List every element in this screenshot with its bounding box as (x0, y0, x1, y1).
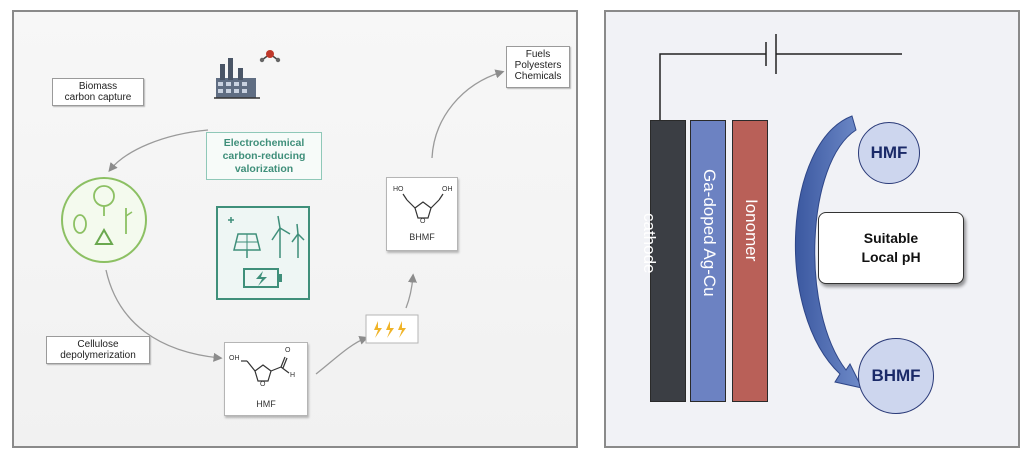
products-label: Fuels Polyesters Chemicals (506, 46, 570, 88)
co2-molecule-icon (259, 50, 281, 63)
bhmf-card-name: BHMF (409, 232, 435, 242)
catalyst-label: Ga-doped Ag-Cu (700, 169, 719, 297)
flow-arrows (61, 50, 505, 375)
arrow-bhmf-to-products (431, 69, 505, 159)
arrow-biomass-to-hmf (105, 269, 223, 362)
title-line-3: valorization (234, 163, 294, 175)
cellulose-label-line-1: Cellulose (77, 339, 119, 350)
ph-line-1: Suitable (863, 230, 919, 246)
bhmf-oh-label: OH (442, 186, 453, 193)
conversion-arrow (794, 115, 863, 389)
bhmf-bubble: BHMF (858, 338, 934, 414)
factory-icon (214, 58, 260, 99)
ionomer-layer: Ionomer (732, 120, 768, 402)
biomass-recycle-icon (61, 177, 147, 263)
circuit-wire (659, 34, 902, 120)
bhmf-ring-o-label: O (420, 218, 426, 225)
biomass-label-line-1: Biomass (78, 81, 118, 92)
biomass-label-line-2: carbon capture (64, 92, 132, 103)
electricity-icon (365, 314, 419, 344)
renewable-energy-icon (216, 206, 310, 300)
ionomer-label: Ionomer (742, 199, 761, 262)
ph-line-2: Local pH (861, 249, 921, 265)
hmf-h-label: H (290, 372, 296, 379)
hmf-structure (241, 356, 290, 382)
cellulose-depolymerization-label: Cellulose depolymerization (46, 336, 150, 364)
electrochemical-valorization-title: Electrochemical carbon-reducing valoriza… (206, 132, 322, 180)
products-polyesters: Polyesters (514, 60, 562, 71)
hmf-card-name: HMF (256, 399, 276, 409)
hmf-ring-o-label: O (260, 381, 266, 388)
products-chemicals: Chemicals (514, 71, 562, 82)
title-line-1: Electrochemical (223, 137, 305, 149)
circuit-and-arrow (659, 34, 902, 389)
biomass-carbon-capture-label: Biomass carbon capture (52, 78, 144, 106)
arrow-factory-to-biomass (108, 129, 209, 173)
catalyst-layer: Ga-doped Ag-Cu (690, 120, 726, 402)
arrow-hmf-to-electro (315, 336, 369, 375)
cathode-label: cathode (640, 213, 659, 274)
hmf-oh-label: OH (229, 355, 240, 362)
arrow-electro-to-bhmf (405, 273, 417, 309)
hmf-bubble: HMF (858, 122, 920, 184)
cathode-layer: cathode (640, 120, 686, 402)
suitable-local-ph-box: Suitable Local pH (818, 212, 964, 284)
title-line-2: carbon-reducing (222, 150, 306, 162)
cellulose-label-line-2: depolymerization (60, 350, 136, 361)
bhmf-structure (402, 193, 444, 219)
hmf-carbonyl-o-label: O (285, 347, 291, 354)
hmf-structure-card: OH O H O HMF (224, 342, 308, 416)
electrode-schematic-panel: cathode Ga-doped Ag-Cu Ionomer HMF BHMF … (604, 10, 1020, 448)
bhmf-structure-card: HO OH O BHMF (386, 177, 458, 251)
bhmf-ho-label: HO (393, 186, 404, 193)
valorization-scheme-panel: Biomass carbon capture Cellulose depolym… (12, 10, 578, 448)
products-fuels: Fuels (525, 49, 551, 60)
